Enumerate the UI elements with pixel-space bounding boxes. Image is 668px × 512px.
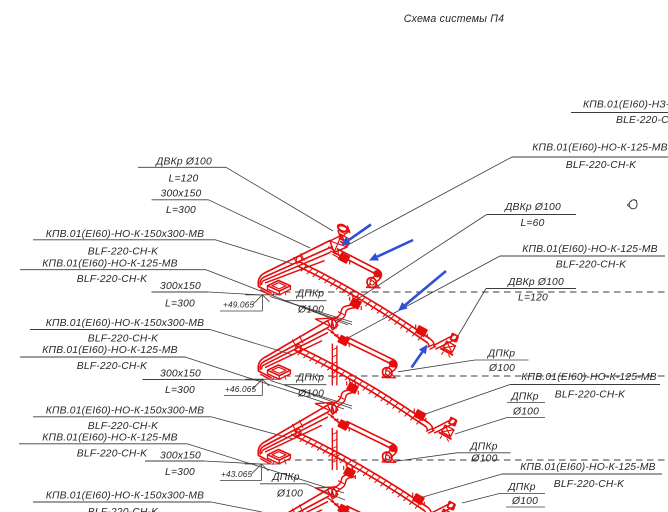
- svg-text:BLF-220-CH-K: BLF-220-CH-K: [566, 160, 637, 171]
- svg-text:КПВ.01(EI60)-НО-К-150x300-МВ: КПВ.01(EI60)-НО-К-150x300-МВ: [46, 229, 205, 240]
- svg-text:300x150: 300x150: [160, 451, 201, 462]
- svg-text:КПВ.01(EI60)-НО-К-125-МВ: КПВ.01(EI60)-НО-К-125-МВ: [532, 143, 667, 154]
- svg-text:КПВ.01(EI60)-НО-К-125-МВ: КПВ.01(EI60)-НО-К-125-МВ: [42, 433, 177, 444]
- svg-text:BLF-220-CH-K: BLF-220-CH-K: [88, 421, 159, 432]
- svg-text:КПВ.01(EI60)-НО-К-150x300-МВ: КПВ.01(EI60)-НО-К-150x300-МВ: [46, 406, 205, 417]
- svg-text:300x150: 300x150: [160, 281, 201, 292]
- svg-text:BLF-220-CH-K: BLF-220-CH-K: [77, 361, 148, 372]
- svg-text:L=120: L=120: [518, 293, 548, 304]
- svg-text:ДПКр: ДПКр: [271, 472, 299, 483]
- svg-text:+49.065: +49.065: [223, 301, 254, 310]
- svg-text:КПВ.01(EI60)-НО-К-150x300-МВ: КПВ.01(EI60)-НО-К-150x300-МВ: [46, 318, 205, 329]
- svg-text:ДВКр Ø100: ДВКр Ø100: [504, 202, 561, 213]
- svg-text:+46.065: +46.065: [225, 385, 256, 394]
- svg-text:КПВ.01(EI60)-НО-К-125-МВ: КПВ.01(EI60)-НО-К-125-МВ: [520, 462, 655, 473]
- svg-text:КПВ.01(EI60)-НО-К-125-МВ: КПВ.01(EI60)-НО-К-125-МВ: [42, 345, 177, 356]
- svg-text:ДПКр: ДПКр: [296, 289, 324, 300]
- svg-text:BLF-220-CH-K: BLF-220-CH-K: [88, 334, 159, 345]
- svg-text:BLF-220-CH-K: BLF-220-CH-K: [554, 479, 625, 490]
- svg-text:КПВ.01(EI60)-НО-К-125-МВ: КПВ.01(EI60)-НО-К-125-МВ: [521, 372, 656, 383]
- svg-text:L=60: L=60: [521, 218, 545, 229]
- svg-text:BLF-220-CH-K: BLF-220-CH-K: [555, 390, 626, 401]
- svg-text:КПВ.01(EI60)-НО-К-125-МВ: КПВ.01(EI60)-НО-К-125-МВ: [522, 244, 657, 255]
- svg-text:BLF-220-CH-K: BLF-220-CH-K: [88, 507, 159, 512]
- svg-text:BLF-220-CH-K: BLF-220-CH-K: [77, 274, 148, 285]
- svg-text:Ø100: Ø100: [471, 454, 498, 465]
- svg-text:L=300: L=300: [165, 467, 195, 478]
- svg-text:BLF-220-CH-K: BLF-220-CH-K: [77, 449, 148, 460]
- svg-text:КПВ.01(EI60)-НО-К-125-МВ: КПВ.01(EI60)-НО-К-125-МВ: [42, 259, 177, 270]
- svg-text:ДВКр Ø100: ДВКр Ø100: [155, 157, 212, 168]
- svg-text:+43.065: +43.065: [221, 470, 252, 479]
- svg-text:L=300: L=300: [165, 385, 195, 396]
- svg-text:КПВ.01(EI60)-НО-К-150x300-МВ: КПВ.01(EI60)-НО-К-150x300-МВ: [46, 491, 205, 502]
- svg-text:L=300: L=300: [165, 299, 195, 310]
- svg-text:ДПКр: ДПКр: [296, 373, 324, 384]
- svg-text:ДПКр: ДПКр: [507, 482, 535, 493]
- svg-text:Ø100: Ø100: [512, 407, 539, 418]
- svg-text:ДПКр: ДПКр: [469, 442, 497, 453]
- svg-text:Ø100: Ø100: [297, 305, 324, 316]
- svg-text:Ø100: Ø100: [276, 489, 303, 500]
- svg-text:ДПКр: ДПКр: [487, 349, 515, 360]
- svg-text:Ø100: Ø100: [297, 389, 324, 400]
- svg-text:Схема системы П4: Схема системы П4: [404, 13, 505, 25]
- svg-text:300x150: 300x150: [160, 369, 201, 380]
- svg-text:BLE-220-CH-K: BLE-220-CH-K: [616, 115, 668, 126]
- svg-text:ДВКр Ø100: ДВКр Ø100: [507, 277, 564, 288]
- svg-text:L=300: L=300: [166, 205, 196, 216]
- svg-text:КПВ.01(EI60)-НЗ-К-125-МВ: КПВ.01(EI60)-НЗ-К-125-МВ: [583, 100, 668, 111]
- svg-text:Ø100: Ø100: [488, 363, 515, 374]
- svg-text:BLF-220-CH-K: BLF-220-CH-K: [556, 260, 627, 271]
- svg-text:Ø100: Ø100: [511, 496, 538, 507]
- svg-text:300x150: 300x150: [161, 189, 202, 200]
- svg-text:BLF-220-CH-K: BLF-220-CH-K: [88, 247, 159, 258]
- svg-text:ДПКр: ДПКр: [510, 392, 538, 403]
- svg-text:L=120: L=120: [169, 174, 199, 185]
